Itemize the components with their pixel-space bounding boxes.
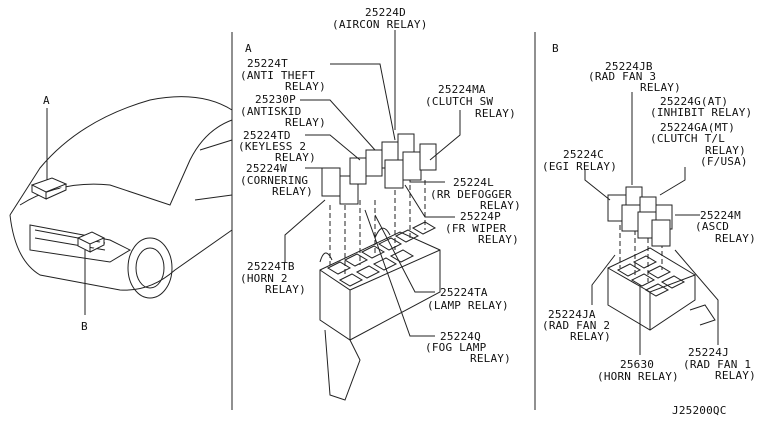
part-25224W: 25224W (CORNERING RELAY): [240, 162, 313, 198]
svg-text:(AIRCON RELAY): (AIRCON RELAY): [332, 18, 428, 31]
svg-text:(HORN RELAY): (HORN RELAY): [597, 370, 679, 383]
svg-text:RELAY): RELAY): [715, 369, 756, 382]
svg-text:RELAY): RELAY): [285, 80, 326, 93]
part-25224P: 25224P (FR WIPER RELAY): [445, 210, 519, 246]
svg-text:25224GA(MT): 25224GA(MT): [660, 121, 735, 134]
diagram-code: J25200QC: [672, 404, 727, 417]
svg-text:25224TD: 25224TD: [243, 129, 291, 142]
svg-text:(KEYLESS 2: (KEYLESS 2: [238, 140, 306, 153]
part-25224T: 25224T (ANTI THEFT RELAY): [240, 57, 326, 93]
svg-text:25224D: 25224D: [365, 6, 406, 19]
svg-text:(LAMP RELAY): (LAMP RELAY): [427, 299, 509, 312]
svg-text:(FOG LAMP: (FOG LAMP: [425, 341, 487, 354]
svg-text:RELAY): RELAY): [272, 185, 313, 198]
relay-box-a-drawing: [284, 30, 461, 401]
part-25224L: 25224L (RR DEFOGGER RELAY): [430, 176, 521, 212]
part-25224TB: 25224TB (HORN 2 RELAY): [240, 260, 306, 296]
svg-text:(ANTISKID: (ANTISKID: [240, 105, 301, 118]
svg-text:25224G(AT): 25224G(AT): [660, 95, 728, 108]
part-25224JB: 25224JB (RAD FAN 3 RELAY): [588, 60, 681, 94]
part-25224J: 25224J (RAD FAN 1 RELAY): [683, 346, 756, 382]
panel-a-title: A: [245, 42, 252, 55]
svg-text:25230P: 25230P: [255, 93, 296, 106]
relay-box-b-drawing: [584, 92, 719, 355]
part-25224Q: 25224Q (FOG LAMP RELAY): [425, 330, 511, 365]
car-label-b: B: [81, 320, 88, 333]
svg-text:25630: 25630: [620, 358, 654, 371]
svg-text:RELAY): RELAY): [715, 232, 756, 245]
svg-text:25224L: 25224L: [453, 176, 494, 189]
svg-text:RELAY): RELAY): [475, 107, 516, 120]
svg-text:(RAD FAN 1: (RAD FAN 1: [683, 358, 751, 371]
svg-text:(ANTI THEFT: (ANTI THEFT: [240, 69, 315, 82]
car-label-a: A: [43, 94, 50, 107]
svg-text:(CLUTCH SW: (CLUTCH SW: [425, 95, 493, 108]
svg-text:RELAY): RELAY): [275, 151, 316, 164]
part-25630: 25630 (HORN RELAY): [597, 358, 679, 383]
part-25230P: 25230P (ANTISKID RELAY): [240, 93, 326, 129]
svg-text:RELAY): RELAY): [265, 283, 306, 296]
svg-text:25224TB: 25224TB: [247, 260, 295, 273]
svg-text:25224M: 25224M: [700, 209, 741, 222]
svg-text:RELAY): RELAY): [478, 233, 519, 246]
svg-text:(HORN 2: (HORN 2: [240, 272, 288, 285]
svg-text:(F/USA): (F/USA): [700, 155, 748, 168]
svg-text:25224T: 25224T: [247, 57, 288, 70]
svg-text:25224MA: 25224MA: [438, 83, 486, 96]
svg-text:25224W: 25224W: [246, 162, 287, 175]
svg-text:25224JB: 25224JB: [605, 60, 653, 73]
svg-text:(INHIBIT RELAY): (INHIBIT RELAY): [650, 106, 752, 119]
part-25224MA: 25224MA (CLUTCH SW RELAY): [425, 83, 516, 120]
part-25224TA: 25224TA (LAMP RELAY): [427, 286, 509, 312]
part-25224TD: 25224TD (KEYLESS 2 RELAY): [238, 129, 316, 164]
svg-text:(FR WIPER: (FR WIPER: [445, 222, 507, 235]
part-25224C: 25224C (EGI RELAY): [542, 148, 617, 173]
part-25224D: 25224D (AIRCON RELAY): [332, 6, 428, 31]
part-25224JA: 25224JA (RAD FAN 2 RELAY): [542, 308, 611, 343]
car-illustration: [9, 96, 233, 315]
svg-text:25224JA: 25224JA: [548, 308, 596, 321]
svg-text:(RR DEFOGGER: (RR DEFOGGER: [430, 188, 512, 201]
svg-text:(RAD FAN 2: (RAD FAN 2: [542, 319, 610, 332]
svg-text:RELAY): RELAY): [470, 352, 511, 365]
part-25224G-AT: 25224G(AT) (INHIBIT RELAY): [650, 95, 752, 119]
svg-text:25224J: 25224J: [688, 346, 729, 359]
svg-text:(EGI RELAY): (EGI RELAY): [542, 160, 617, 173]
part-25224M: 25224M (ASCD RELAY): [695, 209, 756, 245]
svg-text:25224C: 25224C: [563, 148, 604, 161]
part-25224GA-MT: 25224GA(MT) (CLUTCH T/L RELAY) (F/USA): [650, 121, 748, 168]
svg-text:(RAD FAN 3: (RAD FAN 3: [588, 70, 656, 83]
svg-text:RELAY): RELAY): [640, 81, 681, 94]
svg-text:25224P: 25224P: [460, 210, 501, 223]
svg-text:RELAY): RELAY): [285, 116, 326, 129]
svg-text:25224Q: 25224Q: [440, 330, 481, 343]
svg-text:RELAY): RELAY): [705, 144, 746, 157]
panel-b-title: B: [552, 42, 559, 55]
svg-text:(ASCD: (ASCD: [695, 220, 729, 233]
svg-text:25224TA: 25224TA: [440, 286, 488, 299]
svg-text:RELAY): RELAY): [480, 199, 521, 212]
svg-text:(CORNERING: (CORNERING: [240, 174, 308, 187]
svg-text:(CLUTCH T/L: (CLUTCH T/L: [650, 132, 725, 145]
svg-text:RELAY): RELAY): [570, 330, 611, 343]
